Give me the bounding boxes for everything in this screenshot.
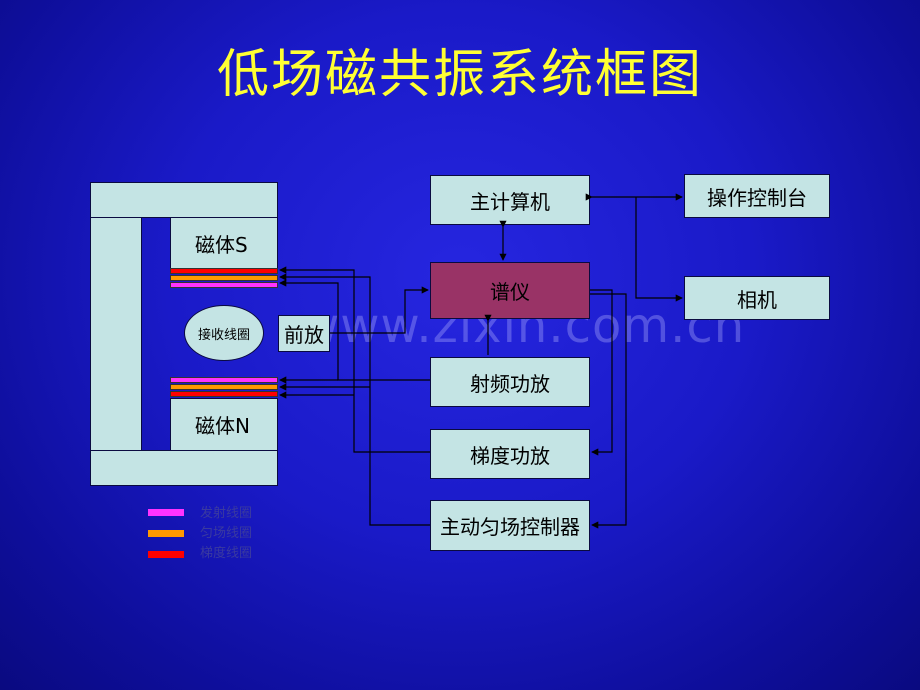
legend-swatch-rf bbox=[148, 509, 184, 516]
slide-title: 低场磁共振系统框图 bbox=[216, 45, 703, 105]
legend-label-shim: 匀场线圈 bbox=[200, 526, 253, 541]
link-rf-top bbox=[279, 279, 430, 381]
receive-coil: 接收线圈 bbox=[184, 305, 264, 361]
host-computer-block: 主计算机 bbox=[430, 175, 590, 225]
gradient-amp-block: 梯度功放 bbox=[430, 429, 590, 479]
rf-coil-top bbox=[170, 282, 278, 288]
preamp-label: 前放 bbox=[284, 323, 324, 347]
link-shim-top bbox=[279, 273, 430, 526]
legend-swatch-gradient bbox=[148, 551, 184, 558]
gradient-coil-top bbox=[170, 268, 278, 274]
console-label: 操作控制台 bbox=[707, 185, 807, 210]
shim-coil-top bbox=[170, 275, 278, 281]
magnet-s-label: 磁体S bbox=[195, 232, 248, 257]
spectrometer-label: 谱仪 bbox=[490, 280, 530, 304]
console-block: 操作控制台 bbox=[684, 174, 830, 218]
gradient-coil-bottom bbox=[170, 391, 278, 397]
link-spectrometer-gradient bbox=[590, 289, 613, 456]
legend-label-rf: 发射线圈 bbox=[200, 506, 253, 521]
camera-block: 相机 bbox=[684, 276, 830, 320]
shim-controller-block: 主动匀场控制器 bbox=[430, 500, 590, 551]
legend-label-gradient: 梯度线圈 bbox=[200, 546, 253, 561]
camera-label: 相机 bbox=[737, 287, 777, 312]
magnet-frame-bottom bbox=[90, 450, 278, 486]
rf-amp-block: 射频功放 bbox=[430, 357, 590, 407]
magnet-n-block: 磁体N bbox=[170, 398, 278, 451]
link-gradient-top bbox=[279, 266, 430, 453]
spectrometer-block: 谱仪 bbox=[430, 262, 590, 319]
link-host-camera bbox=[635, 197, 683, 302]
magnet-frame-left bbox=[90, 217, 142, 451]
magnet-n-label: 磁体N bbox=[195, 414, 250, 438]
rf-coil-bottom bbox=[170, 377, 278, 383]
legend-swatch-shim bbox=[148, 530, 184, 537]
gradient-amp-label: 梯度功放 bbox=[470, 443, 550, 468]
receive-coil-label: 接收线圈 bbox=[197, 327, 250, 343]
preamp-block: 前放 bbox=[278, 315, 330, 352]
shim-coil-bottom bbox=[170, 384, 278, 390]
rf-amp-label: 射频功放 bbox=[470, 371, 550, 396]
host-computer-label: 主计算机 bbox=[470, 189, 550, 214]
shim-controller-label: 主动匀场控制器 bbox=[440, 515, 580, 539]
link-spectrometer-shim bbox=[590, 293, 627, 529]
link-preamp-spectrometer bbox=[330, 286, 429, 334]
